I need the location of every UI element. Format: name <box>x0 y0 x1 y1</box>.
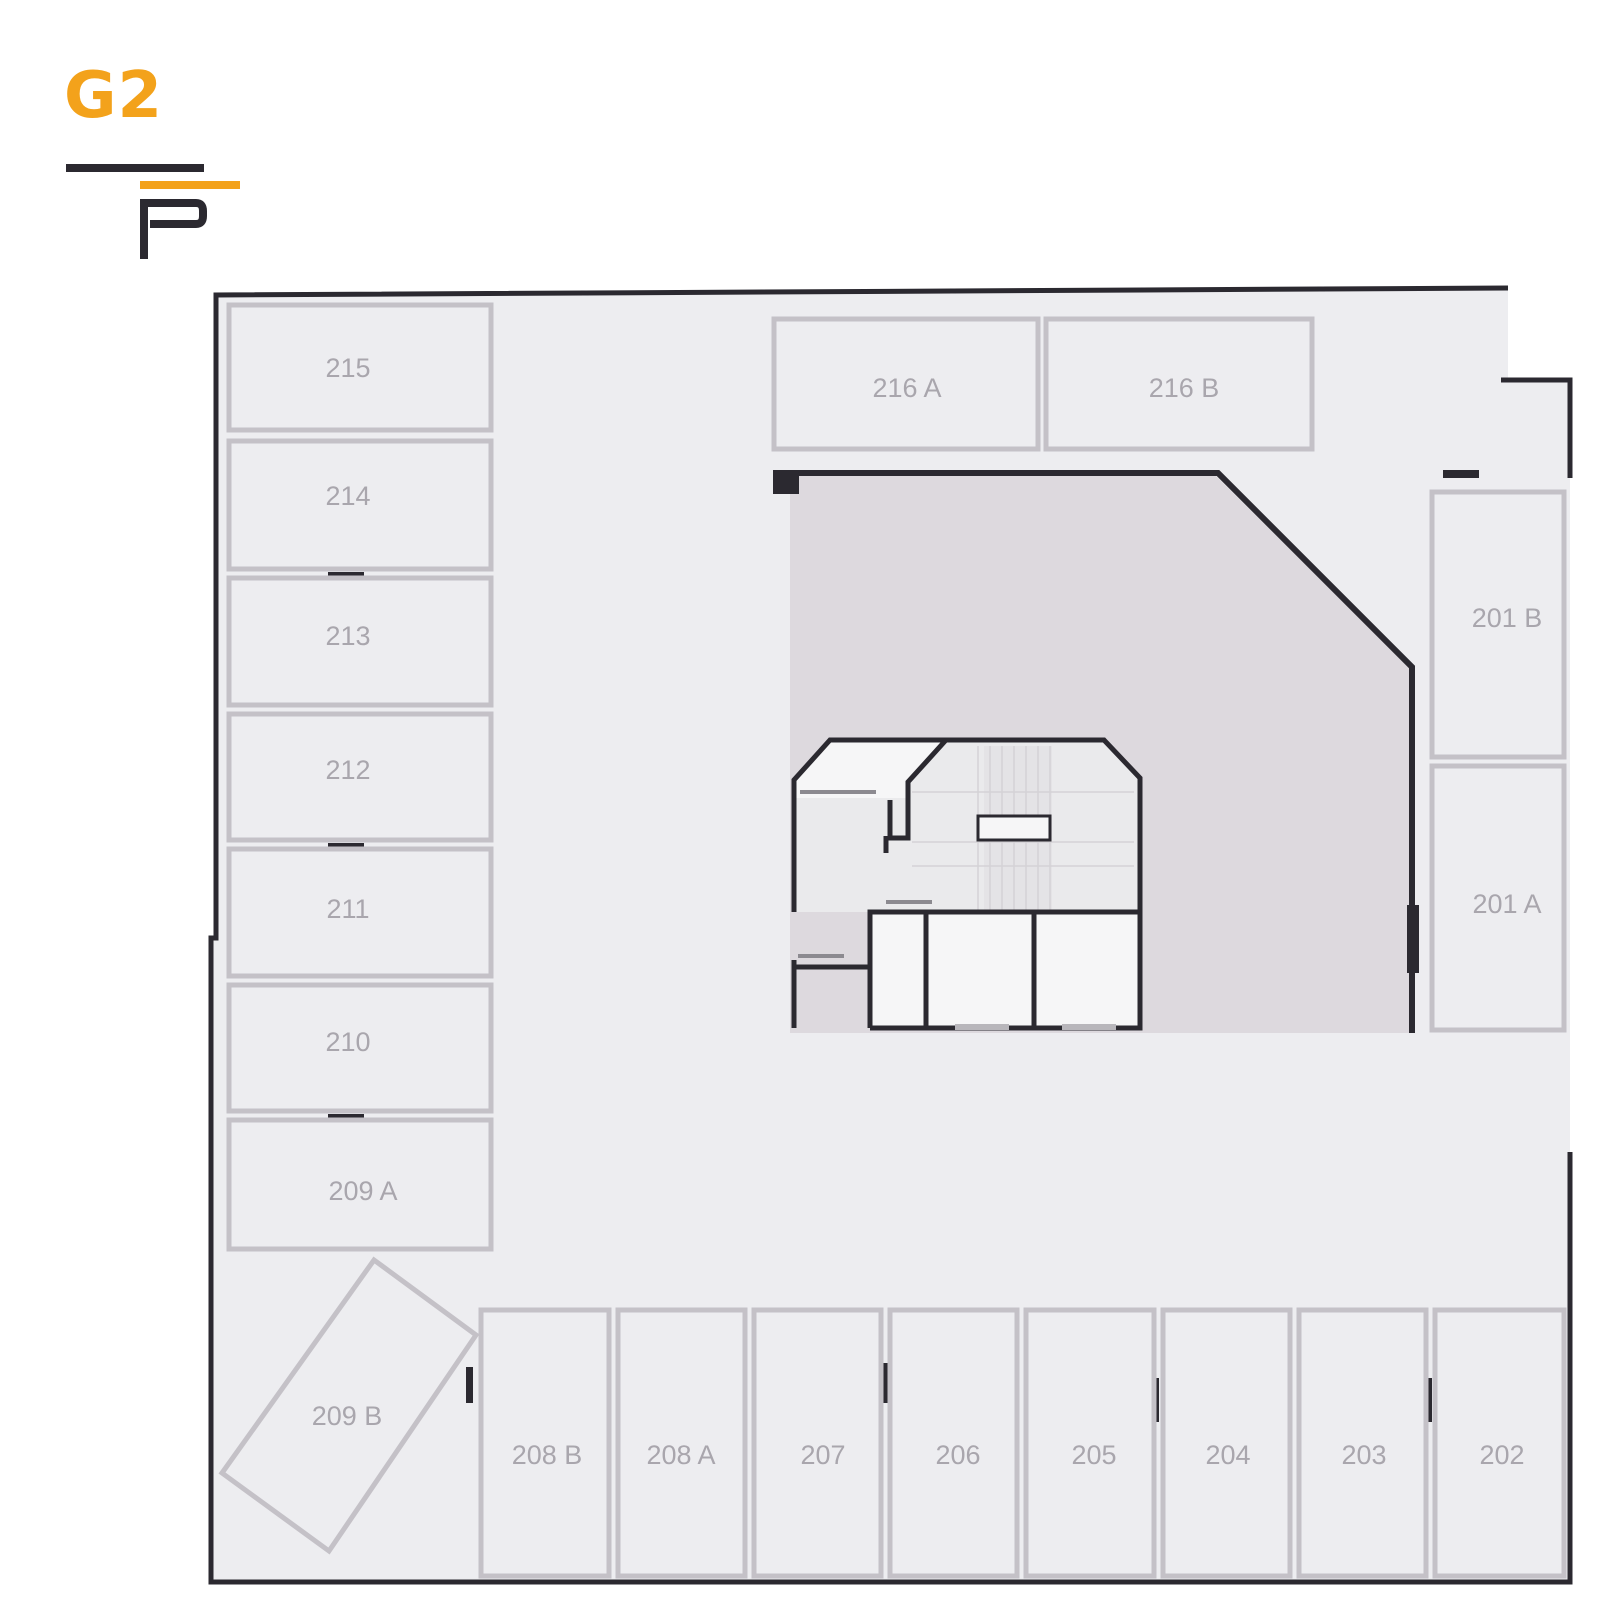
spot-label-216b: 216 B <box>1149 373 1220 403</box>
spot-211[interactable] <box>226 846 494 979</box>
spot-labels: 215 214 213 212 211 210 209 A 209 B 216 … <box>312 353 1543 1470</box>
parking-logo-icon <box>66 164 240 259</box>
stair-core <box>791 737 1143 1031</box>
spot-label-214: 214 <box>325 481 370 511</box>
spot-label-201b: 201 B <box>1472 603 1543 633</box>
spot-201a[interactable] <box>1429 763 1567 1033</box>
spot-216a[interactable] <box>771 316 1041 452</box>
spot-label-206: 206 <box>935 1440 980 1470</box>
spot-214[interactable] <box>226 438 494 572</box>
spot-label-204: 204 <box>1205 1440 1250 1470</box>
spot-216b[interactable] <box>1043 316 1315 452</box>
spot-label-201a: 201 A <box>1472 889 1541 919</box>
spot-207[interactable] <box>751 1307 884 1579</box>
spot-label-210: 210 <box>325 1027 370 1057</box>
spot-label-202: 202 <box>1479 1440 1524 1470</box>
spot-label-211: 211 <box>326 894 369 924</box>
spot-208b[interactable] <box>478 1307 612 1579</box>
spot-label-212: 212 <box>325 755 370 785</box>
spot-202[interactable] <box>1432 1307 1567 1579</box>
spot-208a[interactable] <box>615 1307 748 1579</box>
spots-right-column <box>1429 489 1567 1033</box>
spot-label-207: 207 <box>800 1440 845 1470</box>
spots-left-column <box>226 302 494 1252</box>
outer-walls <box>208 285 1573 1585</box>
spot-213[interactable] <box>226 575 494 708</box>
spot-label-208a: 208 A <box>646 1440 715 1470</box>
spot-label-208b: 208 B <box>512 1440 583 1470</box>
spot-206[interactable] <box>887 1307 1020 1579</box>
spot-label-213: 213 <box>325 621 370 651</box>
spot-201b[interactable] <box>1429 489 1567 760</box>
level-title: G2 <box>64 59 164 133</box>
core-wall <box>773 470 1419 1033</box>
spot-label-215: 215 <box>325 353 370 383</box>
spot-label-203: 203 <box>1341 1440 1386 1470</box>
spot-label-209b: 209 B <box>312 1401 383 1431</box>
spot-210[interactable] <box>226 982 494 1114</box>
spot-203[interactable] <box>1296 1307 1429 1579</box>
spot-205[interactable] <box>1023 1307 1157 1579</box>
spot-label-205: 205 <box>1071 1440 1116 1470</box>
spots-bottom-row <box>478 1307 1567 1579</box>
spot-215[interactable] <box>226 302 494 433</box>
spot-209a[interactable] <box>226 1117 494 1252</box>
spot-209b[interactable] <box>218 1256 480 1555</box>
spot-212[interactable] <box>226 711 494 843</box>
spot-label-209a: 209 A <box>328 1176 397 1206</box>
spots-top-row <box>771 316 1315 452</box>
spot-label-216a: 216 A <box>872 373 941 403</box>
spot-204[interactable] <box>1160 1307 1293 1579</box>
